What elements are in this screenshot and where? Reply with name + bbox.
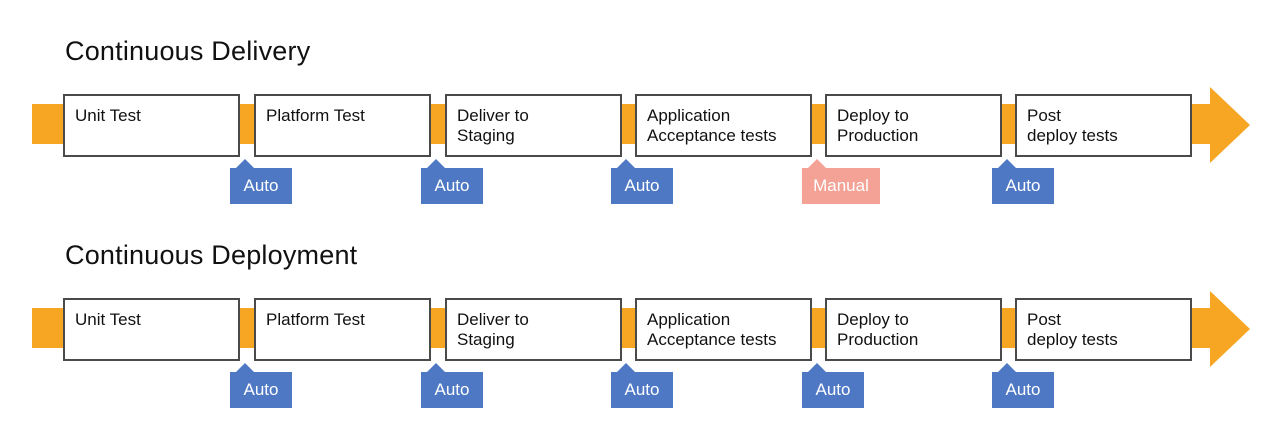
stage-label: Platform Test: [266, 106, 365, 125]
pipeline-title: Continuous Deployment: [65, 240, 358, 270]
badge-pointer-icon: [236, 363, 254, 372]
gate-label: Auto: [230, 372, 292, 408]
stage-application-acceptance-tests: Application Acceptance tests: [635, 94, 812, 157]
badge-pointer-icon: [808, 363, 826, 372]
badge-pointer-icon: [998, 159, 1016, 168]
gate-badge-auto: Auto: [230, 363, 292, 408]
stage-label: Unit Test: [75, 106, 141, 125]
gate-badge-auto: Auto: [992, 363, 1054, 408]
continuous-delivery-pipeline: Continuous Delivery Unit Test Platform T…: [0, 0, 1278, 204]
badge-pointer-icon: [236, 159, 254, 168]
stage-deploy-to-production: Deploy to Production: [825, 298, 1002, 361]
gate-badge-auto: Auto: [230, 159, 292, 204]
stage-post-deploy-tests: Post deploy tests: [1015, 94, 1192, 157]
stage-unit-test: Unit Test: [63, 94, 240, 157]
flow-arrow-icon: [1210, 291, 1250, 367]
stage-deliver-to-staging: Deliver to Staging: [445, 298, 622, 361]
flow-arrow-icon: [1210, 87, 1250, 163]
gate-label: Auto: [421, 168, 483, 204]
gate-badge-auto: Auto: [611, 159, 673, 204]
gate-badge-auto: Auto: [421, 363, 483, 408]
stage-label: Platform Test: [266, 310, 365, 329]
stage-platform-test: Platform Test: [254, 94, 431, 157]
badge-pointer-icon: [427, 159, 445, 168]
gate-badge-auto: Auto: [992, 159, 1054, 204]
stage-label: Post deploy tests: [1027, 310, 1118, 349]
gate-badge-auto: Auto: [421, 159, 483, 204]
stage-label: Application Acceptance tests: [647, 310, 777, 349]
gate-label: Auto: [230, 168, 292, 204]
continuous-deployment-pipeline: Continuous Deployment Unit Test Platform…: [0, 204, 1278, 408]
stage-post-deploy-tests: Post deploy tests: [1015, 298, 1192, 361]
stage-label: Deploy to Production: [837, 106, 919, 145]
gate-label: Auto: [421, 372, 483, 408]
gate-label: Auto: [611, 372, 673, 408]
gate-label: Auto: [992, 168, 1054, 204]
stage-label: Deploy to Production: [837, 310, 919, 349]
badge-pointer-icon: [808, 159, 826, 168]
gate-label: Auto: [611, 168, 673, 204]
stage-application-acceptance-tests: Application Acceptance tests: [635, 298, 812, 361]
stage-deploy-to-production: Deploy to Production: [825, 94, 1002, 157]
gate-label: Auto: [802, 372, 864, 408]
gate-badge-auto: Auto: [611, 363, 673, 408]
stage-label: Post deploy tests: [1027, 106, 1118, 145]
badge-pointer-icon: [427, 363, 445, 372]
stage-label: Unit Test: [75, 310, 141, 329]
stage-deliver-to-staging: Deliver to Staging: [445, 94, 622, 157]
gate-badge-manual: Manual: [802, 159, 880, 204]
gate-label: Auto: [992, 372, 1054, 408]
stage-label: Deliver to Staging: [457, 106, 529, 145]
gate-badge-auto: Auto: [802, 363, 864, 408]
stage-label: Deliver to Staging: [457, 310, 529, 349]
badge-pointer-icon: [998, 363, 1016, 372]
badge-pointer-icon: [617, 159, 635, 168]
stage-platform-test: Platform Test: [254, 298, 431, 361]
stage-unit-test: Unit Test: [63, 298, 240, 361]
badge-pointer-icon: [617, 363, 635, 372]
pipeline-title: Continuous Delivery: [65, 36, 311, 66]
gate-label: Manual: [802, 168, 880, 204]
stage-label: Application Acceptance tests: [647, 106, 777, 145]
